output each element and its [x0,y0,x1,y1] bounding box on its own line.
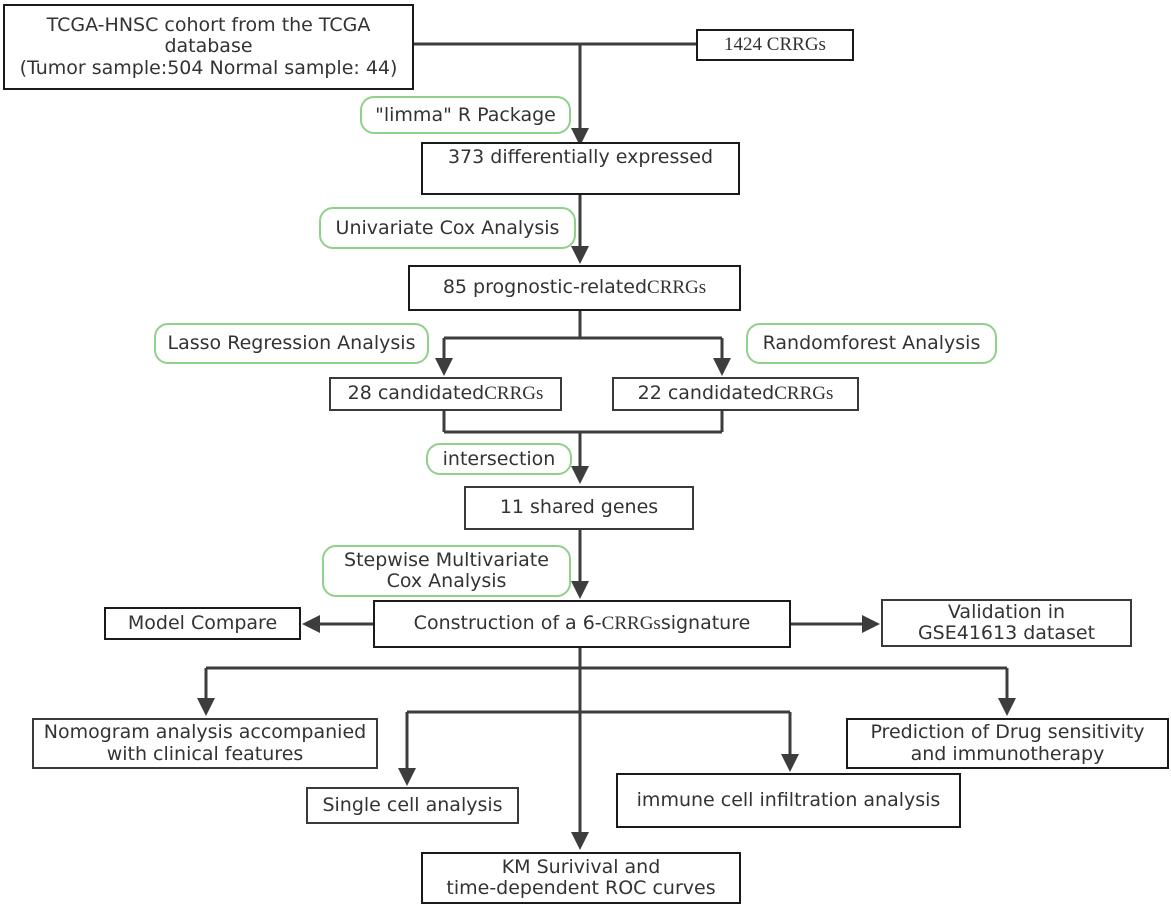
validation-line-1: Validation in [947,600,1066,623]
signature-mid: CRRGs [601,613,661,635]
model-compare-label: Model Compare [127,611,278,634]
arrowhead-single-cell [398,768,416,786]
km-line-2: time-dependent ROC curves [446,877,716,899]
crrgs-1424-label: 1424 CRRGs [724,34,826,56]
stepwise-line-2: Cox Analysis [386,570,507,592]
immune-infiltration-box: immune cell infiltration analysis [616,773,961,828]
cand22-suffix: CRRGs [774,383,834,405]
arrowhead-shared [571,466,589,484]
limma-method-pill: "limma" R Package [360,96,571,134]
lasso-label: Lasso Regression Analysis [167,332,416,355]
km-roc-box: KM Surivival and time-dependent ROC curv… [421,852,741,904]
deg-label: 373 differentially expressed [447,146,714,168]
arrowhead-cand22 [713,358,731,376]
deg-box: 373 differentially expressed [421,142,740,195]
drug-line-2: and immunotherapy [910,742,1105,765]
drug-sensitivity-box: Prediction of Drug sensitivity and immun… [846,718,1169,769]
univariate-label: Univariate Cox Analysis [335,216,560,239]
limma-label: "limma" R Package [375,103,556,126]
cohort-line-3: (Tumor sample:504 Normal sample: 44) [19,56,398,79]
arrowhead-deg [571,128,589,146]
arrowhead-drug [998,698,1016,716]
signature-prefix: Construction of a 6- [413,612,602,635]
single-cell-box: Single cell analysis [306,787,519,824]
single-cell-label: Single cell analysis [322,793,503,816]
lasso-regression-pill: Lasso Regression Analysis [154,323,429,364]
univariate-cox-pill: Univariate Cox Analysis [319,207,576,249]
prognostic-prefix: 85 prognostic-related [442,276,648,299]
drug-line-1: Prediction of Drug sensitivity [870,721,1145,744]
prognostic-suffix: CRRGs [647,277,707,299]
immune-label: immune cell infiltration analysis [636,788,941,811]
tcga-cohort-box: TCGA-HNSC cohort from the TCGA database … [3,4,414,90]
arrowhead-cand28 [435,358,453,376]
arrowhead-model-compare [302,615,320,633]
randomforest-label: Randomforest Analysis [762,332,981,355]
cand28-suffix: CRRGs [484,383,544,405]
crrgs-1424-box: 1424 CRRGs [696,29,854,61]
arrowhead-signature [571,581,589,599]
signature-construction-box: Construction of a 6-CRRGs signature [373,600,791,648]
intersection-pill: intersection [426,443,572,475]
randomforest-pill: Randomforest Analysis [746,323,997,364]
intersection-label: intersection [442,447,556,470]
stepwise-cox-pill: Stepwise Multivariate Cox Analysis [322,545,571,597]
stepwise-line-1: Stepwise Multivariate [344,549,549,572]
cand28-prefix: 28 candidated [347,382,485,405]
arrowhead-km [571,832,589,850]
validation-line-2: GSE41613 dataset [917,622,1096,644]
shared-label: 11 shared genes [499,496,659,519]
arrowhead-nomogram [197,698,215,716]
cohort-line-1: TCGA-HNSC cohort from the TCGA [46,14,371,37]
arrowhead-prognostic [571,246,589,264]
nomogram-box: Nomogram analysis accompanied with clini… [32,718,378,769]
shared-genes-box: 11 shared genes [464,486,694,530]
nomogram-line-1: Nomogram analysis accompanied [43,721,367,744]
cand22-prefix: 22 candidated [637,382,775,405]
nomogram-line-2: with clinical features [106,742,304,765]
signature-suffix: signature [660,612,751,635]
cohort-line-2: database [164,35,253,58]
arrowhead-immune [781,754,799,772]
validation-box: Validation in GSE41613 dataset [881,599,1132,647]
model-compare-box: Model Compare [104,607,301,640]
km-line-1: KM Surivival and [501,855,661,878]
arrowhead-validation [862,615,880,633]
